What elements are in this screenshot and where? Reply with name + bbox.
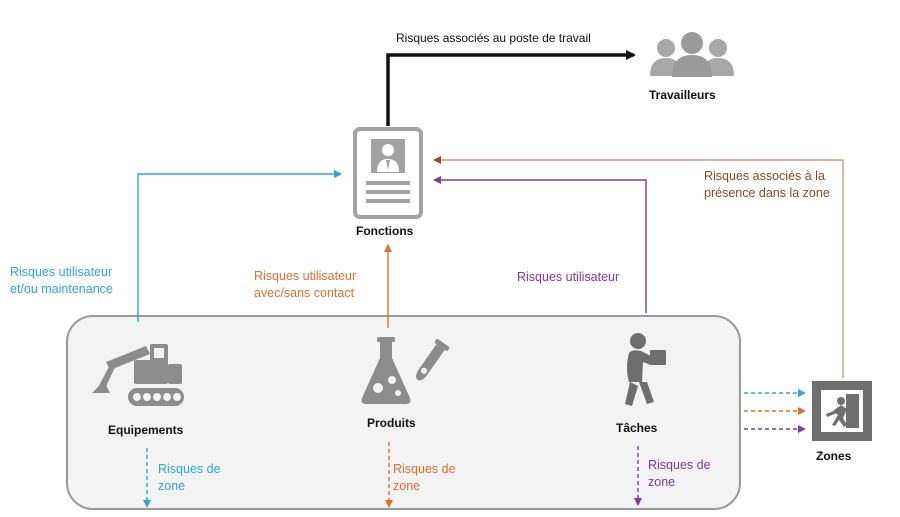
excavator-icon <box>92 344 184 406</box>
zone-risk-equipements-line2: zone <box>158 479 186 493</box>
arrow-zones-fonctions <box>433 156 844 378</box>
edge-label-zones-line1: Risques associés à la <box>704 169 825 183</box>
zone-risk-label-produits: Risques de zone <box>393 461 456 495</box>
zone-risk-taches-line2: zone <box>648 475 676 489</box>
edge-label-zones: Risques associés à la présence dans la z… <box>704 168 830 202</box>
edge-label-zones-line2: présence dans la zone <box>704 186 830 200</box>
worker-carrying-box-icon <box>625 333 666 406</box>
zone-risk-label-equipements: Risques de zone <box>158 461 221 495</box>
edge-label-poste-travail: Risques associés au poste de travail <box>396 31 591 45</box>
arrow-poste-travail <box>386 50 636 126</box>
node-label-zones: Zones <box>816 449 852 463</box>
zone-risk-taches-line1: Risques de <box>648 458 711 472</box>
node-label-travailleurs: Travailleurs <box>649 88 716 102</box>
id-card-icon <box>353 127 423 219</box>
zone-risk-label-taches: Risques de zone <box>648 457 711 491</box>
zone-risk-equipements-line1: Risques de <box>158 462 221 476</box>
edge-label-taches: Risques utilisateur <box>517 270 620 284</box>
edge-label-equipements-line2: et/ou maintenance <box>10 282 113 296</box>
workers-icon <box>650 32 734 77</box>
edge-label-produits: Risques utilisateur avec/sans contact <box>254 268 356 302</box>
arrow-taches-fonctions <box>433 176 647 313</box>
node-label-produits: Produits <box>367 416 416 430</box>
node-label-fonctions: Fonctions <box>356 224 414 238</box>
edge-label-produits-line2: avec/sans contact <box>254 286 355 300</box>
lab-flask-icon <box>361 337 450 404</box>
node-label-equipements: Equipements <box>108 423 184 437</box>
zone-risk-produits-line1: Risques de <box>393 462 456 476</box>
emergency-exit-icon <box>812 381 872 441</box>
edge-label-equipements-line1: Risques utilisateur <box>10 265 113 279</box>
sources-container <box>66 315 741 510</box>
node-label-taches: Tâches <box>616 421 658 435</box>
edge-label-equipements: Risques utilisateur et/ou maintenance <box>10 264 113 298</box>
arrow-equipements-fonctions <box>137 170 342 322</box>
edge-label-produits-line1: Risques utilisateur <box>254 269 357 283</box>
zone-risk-produits-line2: zone <box>393 479 421 493</box>
